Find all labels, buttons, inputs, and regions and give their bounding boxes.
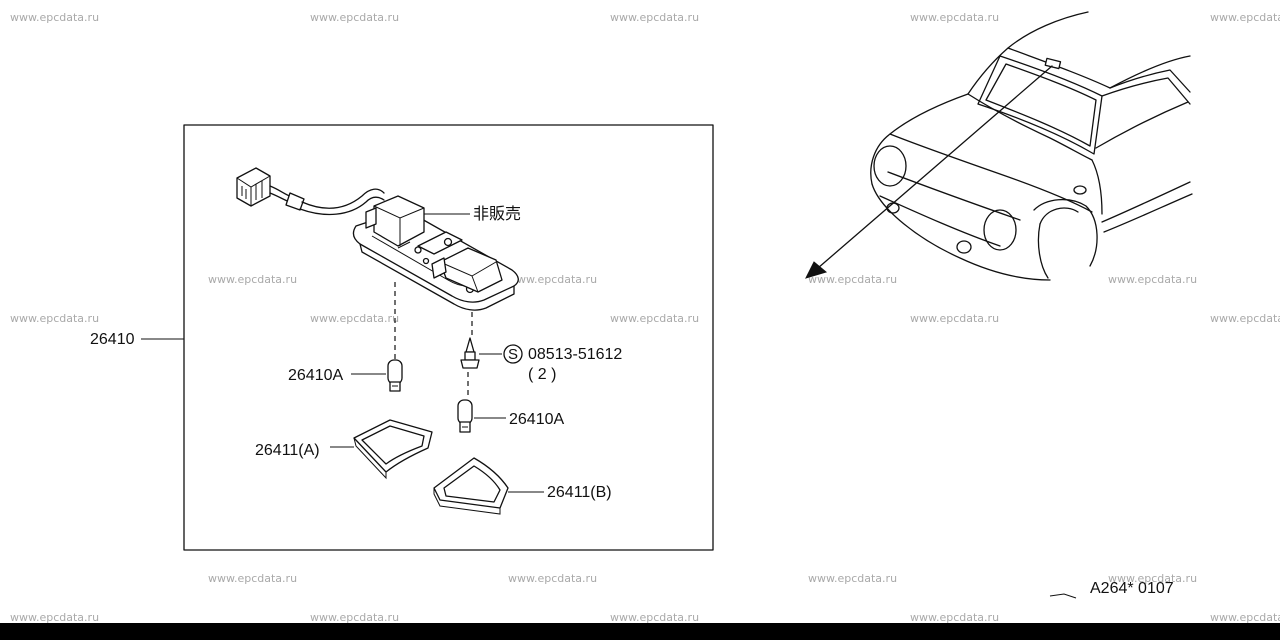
car-illustration [805, 11, 1193, 281]
watermark: www.epcdata.ru [310, 11, 399, 24]
watermark: www.epcdata.ru [1210, 611, 1280, 624]
watermark: www.epcdata.ru [10, 312, 99, 325]
watermark: www.epcdata.ru [610, 312, 699, 325]
watermark: www.epcdata.ru [310, 611, 399, 624]
figure-code: A264* 0107 [1090, 580, 1174, 597]
watermark: www.epcdata.ru [610, 11, 699, 24]
watermark: www.epcdata.ru [1108, 273, 1197, 286]
watermark: www.epcdata.ru [310, 312, 399, 325]
standard-part-s-icon [503, 344, 523, 364]
watermark: www.epcdata.ru [1210, 11, 1280, 24]
assembly-frame [183, 124, 714, 551]
watermark: www.epcdata.ru [1210, 312, 1280, 325]
watermark: www.epcdata.ru [910, 611, 999, 624]
watermark: www.epcdata.ru [910, 312, 999, 325]
label-screw-symbol: S [508, 346, 518, 363]
bottom-black-bar [0, 623, 1280, 640]
watermark-layer: www.epcdata.ru www.epcdata.ru www.epcdat… [10, 11, 1280, 624]
watermark: www.epcdata.ru [1108, 572, 1197, 585]
label-lens-b: 26411(B) [547, 484, 612, 501]
watermark: www.epcdata.ru [10, 11, 99, 24]
lens-b [433, 457, 509, 515]
watermark: www.epcdata.ru [208, 273, 297, 286]
label-screw-part: 08513-51612 [528, 346, 622, 363]
watermark: www.epcdata.ru [808, 572, 897, 585]
watermark: www.epcdata.ru [508, 273, 597, 286]
label-assembly-26410: 26410 [90, 331, 135, 348]
watermark: www.epcdata.ru [208, 572, 297, 585]
lens-a [353, 419, 433, 480]
watermark: www.epcdata.ru [808, 273, 897, 286]
watermark: www.epcdata.ru [910, 11, 999, 24]
harness-connector [236, 167, 385, 216]
label-bulb-left: 26410A [288, 367, 343, 384]
label-bulb-right: 26410A [509, 411, 564, 428]
watermark: www.epcdata.ru [10, 611, 99, 624]
screw [460, 337, 480, 369]
label-lens-a: 26411(A) [255, 442, 320, 459]
bulb-right [457, 399, 473, 433]
figure-code-dash [1049, 593, 1077, 599]
watermark: www.epcdata.ru [508, 572, 597, 585]
bulb-left [387, 359, 403, 392]
lamp-housing [352, 195, 519, 311]
label-screw-qty: ( 2 ) [528, 366, 556, 383]
label-not-for-sale: 非販売 [473, 205, 521, 223]
watermark: www.epcdata.ru [610, 611, 699, 624]
